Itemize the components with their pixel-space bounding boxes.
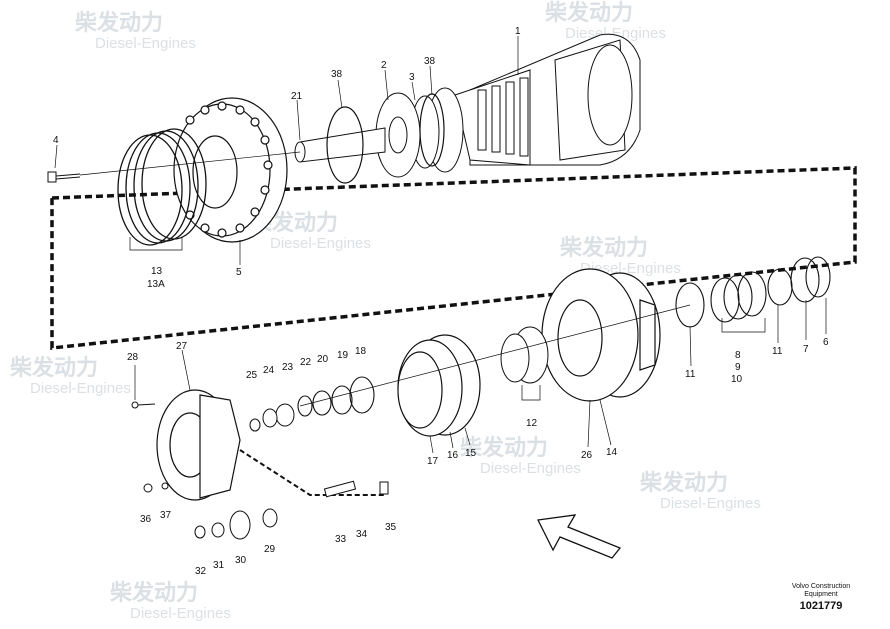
direction-arrow [537,514,622,559]
callout-12: 12 [526,418,538,429]
svg-text:Diesel-Engines: Diesel-Engines [565,25,666,42]
footer-line-2: Equipment [804,591,838,598]
callout-8: 8 [735,350,741,361]
callout-26: 26 [581,450,593,461]
svg-text:Diesel-Engines: Diesel-Engines [660,495,761,512]
callout-17: 17 [427,456,439,467]
callout-3: 3 [409,72,415,83]
leader-lines [54,36,827,454]
lower-axis-line [299,304,691,407]
callout-14: 14 [606,447,618,458]
pin-shaft [323,480,389,498]
axle-housing [454,33,641,166]
callout-20: 20 [317,354,329,365]
retaining-rings [297,376,375,417]
callout-33: 33 [335,534,347,545]
bearing-12 [500,326,549,384]
ring-gear-carrier [173,97,288,243]
svg-text:柴发动力: 柴发动力 [109,580,198,605]
callout-36: 36 [140,514,152,525]
hub-flange [375,87,464,178]
thrust-rings [675,256,831,328]
needle-bearing [249,403,295,432]
callout-labels: 1 2 3 38 38 21 4 5 13 13A 6 7 11 8 9 10 … [53,26,829,577]
svg-text:Diesel-Engines: Diesel-Engines [95,35,196,52]
callout-22: 22 [300,357,312,368]
callout-25: 25 [246,370,258,381]
svg-text:Diesel-Engines: Diesel-Engines [270,235,371,252]
brake-discs [117,128,207,246]
callout-23: 23 [282,362,294,373]
planet-carrier-27 [156,389,241,501]
callout-35: 35 [385,522,397,533]
bolt-28 [131,401,169,493]
callout-27: 27 [176,341,188,352]
callout-30: 30 [235,555,247,566]
callout-24: 24 [263,365,275,376]
watermark: 柴发动力 Diesel-Engines 柴发动力 Diesel-Engines … [9,0,761,622]
callout-11a: 11 [685,369,696,380]
callout-29: 29 [264,544,276,555]
callout-11b: 11 [772,346,783,357]
svg-text:柴发动力: 柴发动力 [459,435,548,460]
callout-2: 2 [381,60,387,71]
svg-text:柴发动力: 柴发动力 [9,355,98,380]
svg-text:Diesel-Engines: Diesel-Engines [130,605,231,622]
svg-text:柴发动力: 柴发动力 [559,235,648,260]
shaft-dash-link [239,449,385,496]
bolt-4 [47,171,81,183]
callout-19: 19 [337,350,349,361]
callout-18: 18 [355,346,367,357]
footer-company: Volvo Construction Equipment [776,583,866,599]
callout-31: 31 [213,560,225,571]
footer-line-1: Volvo Construction [791,583,851,590]
callout-10: 10 [731,374,743,385]
callout-6: 6 [823,337,829,348]
svg-text:柴发动力: 柴发动力 [639,470,728,495]
planet-gear-30 [194,508,278,540]
callout-13: 13 [151,266,163,277]
callout-13a: 13A [147,279,165,290]
svg-text:Diesel-Engines: Diesel-Engines [480,460,581,477]
axis-line [79,151,301,176]
callout-7: 7 [803,344,809,355]
callout-38b: 38 [424,56,436,67]
svg-text:柴发动力: 柴发动力 [74,10,163,35]
callout-4: 4 [53,135,59,146]
callout-37: 37 [160,510,172,521]
diagram-number: 1021779 [799,600,843,612]
ring-gear-15-17 [397,334,481,437]
callout-32: 32 [195,566,207,577]
drive-shaft [294,127,386,163]
svg-text:柴发动力: 柴发动力 [544,0,633,25]
callout-38a: 38 [331,69,343,80]
callout-1: 1 [515,26,521,37]
callout-15: 15 [465,448,477,459]
callout-9: 9 [735,362,741,373]
callout-34: 34 [356,529,368,540]
callout-21: 21 [291,91,303,102]
callout-28: 28 [127,352,139,363]
svg-text:Diesel-Engines: Diesel-Engines [30,380,131,397]
callout-16: 16 [447,450,459,461]
assembly-boundary [50,166,857,350]
wheel-hub-14 [541,268,661,402]
callout-5: 5 [236,267,242,278]
